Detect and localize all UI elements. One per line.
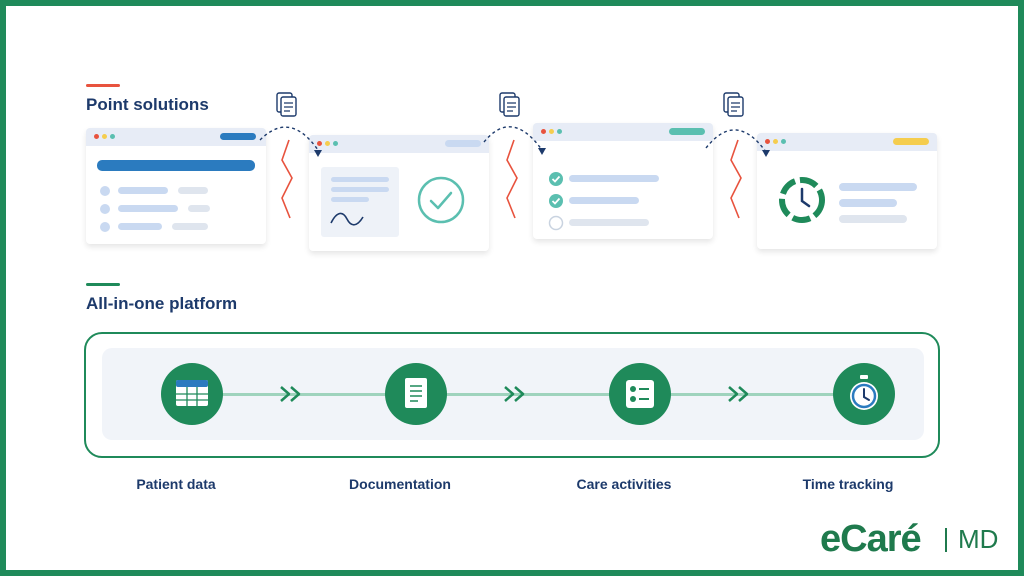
- document-card: [321, 167, 399, 237]
- platform-track: [102, 348, 924, 440]
- checkmark-circle-icon: [417, 176, 465, 224]
- step-node-time-tracking: [833, 363, 895, 425]
- zigzag-break-icon: [281, 139, 742, 219]
- clock-icon: [779, 177, 825, 223]
- window-titlebar: [757, 133, 937, 151]
- step-label-care-activities: Care activities: [576, 476, 672, 492]
- double-chevron-right-icon: [728, 386, 749, 402]
- documents-icon: [499, 92, 520, 117]
- checklist-icon: [626, 380, 654, 408]
- app-window-care-activities: [533, 123, 713, 239]
- step-node-patient-data: [161, 363, 223, 425]
- check-empty-icon: [548, 215, 564, 231]
- documents-icon: [276, 92, 297, 117]
- stopwatch-icon: [850, 375, 878, 410]
- table-icon: [176, 380, 208, 406]
- documents-icon: [723, 92, 744, 117]
- platform-title: All-in-one platform: [86, 294, 238, 313]
- brand-logo-suffix: MD: [958, 524, 999, 554]
- handoff-arc: [259, 126, 767, 153]
- step-label-time-tracking: Time tracking: [802, 476, 894, 492]
- step-label-patient-data: Patient data: [136, 476, 216, 492]
- double-chevron-right-icon: [504, 386, 525, 402]
- signature-icon: [330, 212, 364, 226]
- platform-container: [84, 332, 940, 458]
- app-window-time-tracking: [757, 133, 937, 249]
- step-node-care-activities: [609, 363, 671, 425]
- window-header-bar: [97, 160, 255, 171]
- window-titlebar: [309, 135, 489, 153]
- check-done-icon: [549, 172, 563, 186]
- document-icon: [405, 378, 427, 408]
- point-solutions-title: Point solutions: [86, 95, 209, 114]
- app-window-patient-list: [86, 128, 266, 244]
- section-accent-red: [86, 84, 120, 87]
- window-titlebar: [533, 123, 713, 141]
- step-label-documentation: Documentation: [349, 476, 451, 492]
- section-accent-green: [86, 283, 120, 286]
- step-node-documentation: [385, 363, 447, 425]
- logo-divider: [945, 528, 947, 552]
- check-done-icon: [549, 194, 563, 208]
- double-chevron-right-icon: [280, 386, 301, 402]
- handoff-connectors: [259, 126, 770, 219]
- brand-logo: eCaré: [820, 518, 922, 560]
- window-titlebar: [86, 128, 266, 146]
- app-window-documentation: [309, 135, 489, 251]
